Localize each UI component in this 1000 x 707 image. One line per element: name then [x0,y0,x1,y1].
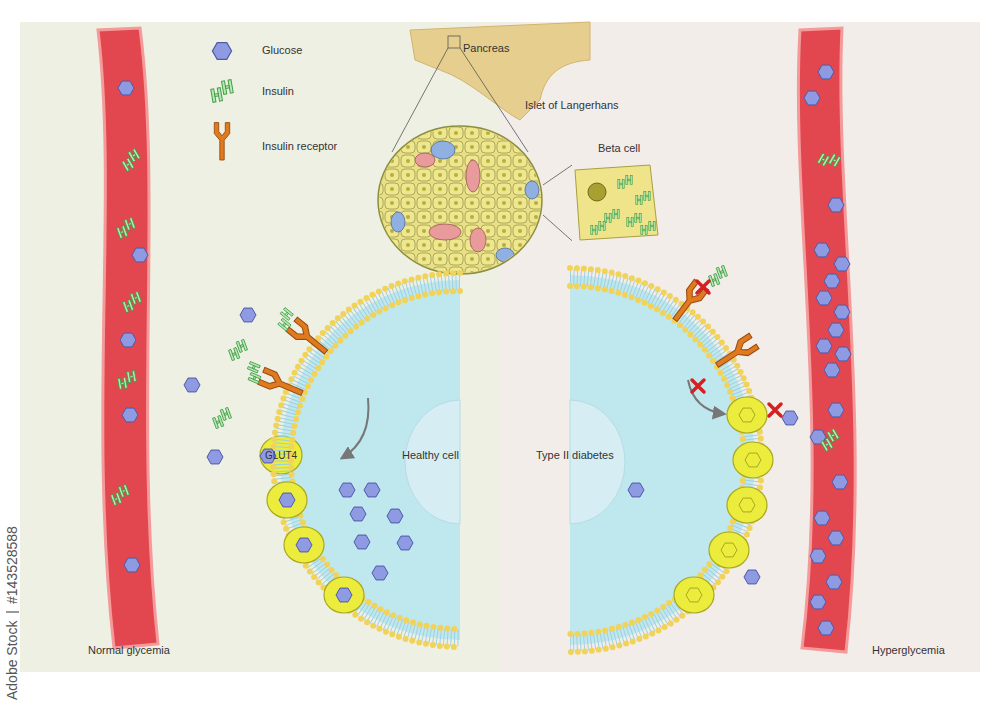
islet-circle-outline [378,126,542,274]
node-label: Normal glycemia [88,644,170,657]
cell-body: Type II diabetes [570,275,755,645]
watermark-text: Adobe Stock [4,621,20,700]
islet-circle-outline [377,125,543,275]
glycemia-panel-outline [20,22,500,672]
beta-cell-outline [575,165,658,240]
glycemia-panel: Normal glycemiaHealthy cellGLUT4 [20,22,500,672]
node-label: Islet of Langerhans [525,99,619,112]
node-label: Hyperglycemia [872,644,945,657]
cell-body-outline [280,280,460,640]
node-label: Beta cell [598,142,640,155]
legend-label: Insulin [262,85,294,98]
watermark-text: #143528588 [4,526,20,604]
beta-cell-outline [572,160,662,245]
glut4-transporter-outline [260,436,302,474]
node-label: GLUT4 [259,449,303,462]
node-label: Pancreas [463,42,509,55]
islet-cells [379,127,541,273]
glycemia-panel-outline [500,22,980,672]
node-label: Type II diabetes [536,449,614,462]
glycemia-panel: Hyperglycemia Type II diabetes [500,22,980,672]
node-label: Healthy cell [402,449,459,462]
beta-cell: Beta cell [572,160,662,245]
legend-label: Insulin receptor [262,140,337,153]
islet-cells [379,127,541,273]
watermark-separator [6,611,19,612]
islet-circle: Islet of Langerhans [377,125,543,275]
glut4-transporter: GLUT4 [259,435,303,475]
cell-body: Healthy cellGLUT4 [280,280,460,640]
legend-label: Glucose [262,44,302,57]
